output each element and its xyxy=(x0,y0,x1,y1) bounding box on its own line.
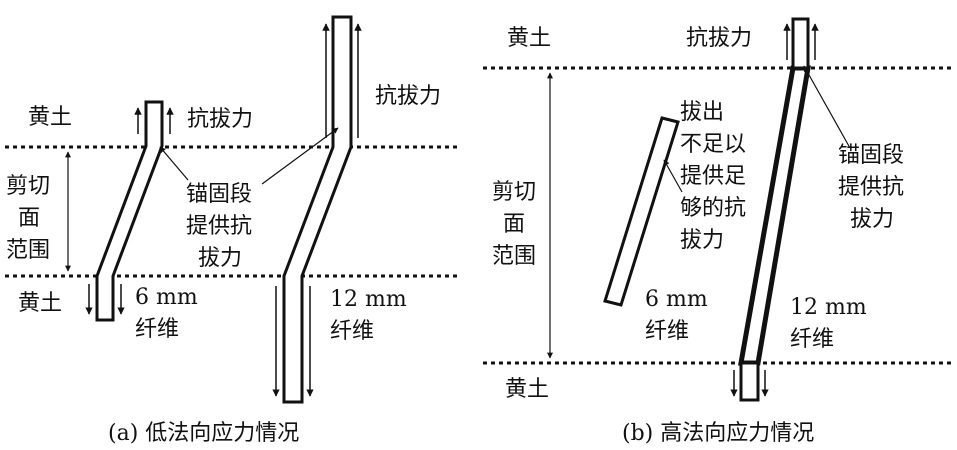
anchor-label-line-3-a: 拔力 xyxy=(198,246,242,271)
panel-a: 黄土 黄土 剪切 面 范围 抗拔力 抗拔力 锚固段 提供抗 拔力 6 mm 纤维… xyxy=(5,15,460,446)
anchor-label-line-2-a: 提供抗 xyxy=(186,214,252,239)
fiber-12mm-a xyxy=(282,15,353,404)
shear-zone-line-1-b: 剪切 xyxy=(492,180,536,205)
pulled-out-line-3-b: 提供足 xyxy=(680,164,746,189)
fiber-12mm-name-a: 纤维 xyxy=(330,319,374,344)
fiber-6mm-name-b: 纤维 xyxy=(645,319,689,344)
fiber-12mm-b-top xyxy=(791,17,810,70)
fiber-6mm-a xyxy=(95,100,164,322)
anchor-arrows-12mm-b xyxy=(730,370,769,397)
anchor-label-line-2-b: 提供抗 xyxy=(838,175,904,200)
pulled-out-line-4-b: 够的抗 xyxy=(680,196,746,221)
anchor-leader-6mm-a xyxy=(159,146,189,181)
pulled-out-line-1-b: 拔出 xyxy=(680,100,724,125)
soil-bottom-label-b: 黄土 xyxy=(505,377,549,402)
shear-zone-line-2-b: 面 xyxy=(503,212,525,237)
shear-zone-line-2-a: 面 xyxy=(18,206,40,231)
soil-top-label-a: 黄土 xyxy=(28,105,72,130)
fiber-12mm-size-b: 12 mm xyxy=(790,295,867,320)
soil-bottom-label-a: 黄土 xyxy=(18,291,62,316)
pullout-label-6mm-a: 抗拔力 xyxy=(187,107,253,132)
fiber-12mm-b-bottom xyxy=(739,361,760,402)
caption-b: (b) 高法向应力情况 xyxy=(622,421,814,446)
shear-zone-line-3-b: 范围 xyxy=(492,244,536,269)
pulled-out-leader-b xyxy=(663,159,683,193)
pullout-arrows-12mm-a xyxy=(322,23,362,138)
anchor-leader-12mm-b xyxy=(803,65,851,149)
fiber-12mm-size-a: 12 mm xyxy=(330,287,407,312)
fiber-6mm-size-b: 6 mm xyxy=(645,287,708,312)
fiber-6mm-b xyxy=(603,116,680,307)
pullout-arrows-6mm-a xyxy=(134,107,174,134)
pullout-label-12mm-a: 抗拔力 xyxy=(375,84,441,109)
shear-zone-line-1-a: 剪切 xyxy=(6,174,50,199)
pullout-arrows-12mm-b xyxy=(783,23,819,60)
anchor-label-line-3-b: 拔力 xyxy=(850,207,894,232)
anchor-label-line-1-b: 锚固段 xyxy=(838,143,904,168)
caption-a: (a) 低法向应力情况 xyxy=(108,421,299,446)
anchor-leader-12mm-a xyxy=(261,127,339,185)
shear-zone-line-3-a: 范围 xyxy=(6,238,50,263)
soil-top-label-b: 黄土 xyxy=(507,26,551,51)
fiber-6mm-name-a: 纤维 xyxy=(135,317,179,342)
anchor-arrows-6mm-a xyxy=(85,284,125,315)
anchor-label-line-1-a: 锚固段 xyxy=(186,182,252,207)
fiber-6mm-size-a: 6 mm xyxy=(135,285,198,310)
panel-b: 黄土 黄土 剪切 面 范围 抗拔力 拔出 不足以 提供足 够的抗 拔力 锚固段 … xyxy=(483,17,955,446)
fiber-12mm-name-b: 纤维 xyxy=(790,327,834,352)
pulled-out-line-2-b: 不足以 xyxy=(680,132,746,157)
pullout-label-b: 抗拔力 xyxy=(686,26,752,51)
anchor-arrows-12mm-a xyxy=(272,286,314,397)
pulled-out-line-5-b: 拔力 xyxy=(680,228,724,253)
